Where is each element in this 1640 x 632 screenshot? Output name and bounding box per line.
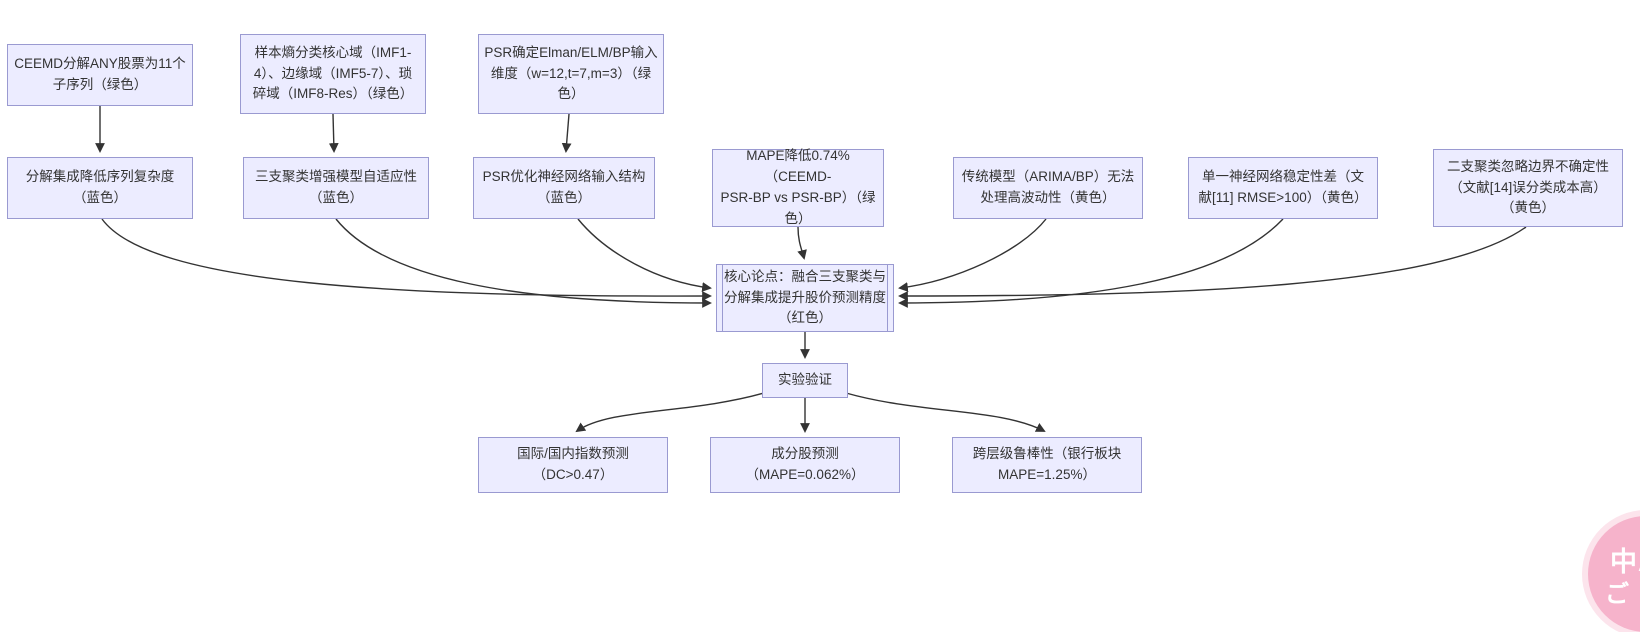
translate-float-button[interactable]: 中A ご xyxy=(1588,516,1640,632)
edge-structure-to-core xyxy=(577,218,712,292)
edge-experiment-to-robustness xyxy=(845,392,1046,432)
edge-traditional-to-core xyxy=(898,218,1047,292)
edge-mape-to-core xyxy=(797,226,807,260)
edge-experiment-to-index xyxy=(575,392,765,433)
node-two-way-clustering-limit: 二支聚类忽略边界不确定性 （文献[14]误分类成本高） （黄色） xyxy=(1433,149,1623,227)
edge-complexity-to-core xyxy=(101,218,712,301)
node-traditional-model-limit: 传统模型（ARIMA/BP）无法 处理高波动性（黄色） xyxy=(953,157,1143,219)
node-core-thesis: 核心论点：融合三支聚类与 分解集成提升股价预测精度 （红色） xyxy=(716,264,894,332)
node-ceemd-decomposition: CEEMD分解ANY股票为11个 子序列（绿色） xyxy=(7,44,193,106)
node-decomposition-complexity: 分解集成降低序列复杂度 （蓝色） xyxy=(7,157,193,219)
edge-entropy-to-adaptive xyxy=(328,113,339,153)
node-experiment-validation: 实验验证 xyxy=(762,363,848,398)
translate-badge-zh-icon: 中A xyxy=(1610,547,1640,577)
translate-badge-kana-icon: ご xyxy=(1605,581,1629,608)
node-single-nn-instability: 单一神经网络稳定性差（文 献[11] RMSE>100）（黄色） xyxy=(1188,157,1378,219)
node-mape-improvement: MAPE降低0.74%（CEEMD- PSR-BP vs PSR-BP）（绿 色… xyxy=(712,148,884,227)
node-psr-input-dimension: PSR确定Elman/ELM/BP输入 维度（w=12,t=7,m=3）（绿 色… xyxy=(478,34,664,114)
node-psr-structure: PSR优化神经网络输入结构 （蓝色） xyxy=(473,157,655,219)
node-cross-level-robustness: 跨层级鲁棒性（银行板块 MAPE=1.25%） xyxy=(952,437,1142,493)
flowchart-canvas: { "diagram": { "nodes": { "ceemd": {"lab… xyxy=(7,34,1640,632)
node-three-way-adaptivity: 三支聚类增强模型自适应性 （蓝色） xyxy=(243,157,429,219)
edge-adaptive-to-core xyxy=(335,218,712,308)
node-component-stock-prediction: 成分股预测 （MAPE=0.062%） xyxy=(710,437,900,493)
edge-psrinput-to-structure xyxy=(561,113,572,153)
edge-singlenn-to-core xyxy=(898,218,1284,308)
node-index-prediction: 国际/国内指数预测 （DC>0.47） xyxy=(478,437,668,493)
node-sample-entropy-domains: 样本熵分类核心域（IMF1- 4）、边缘域（IMF5-7）、琐 碎域（IMF8-… xyxy=(240,34,426,114)
edge-twoway-to-core xyxy=(898,226,1527,301)
